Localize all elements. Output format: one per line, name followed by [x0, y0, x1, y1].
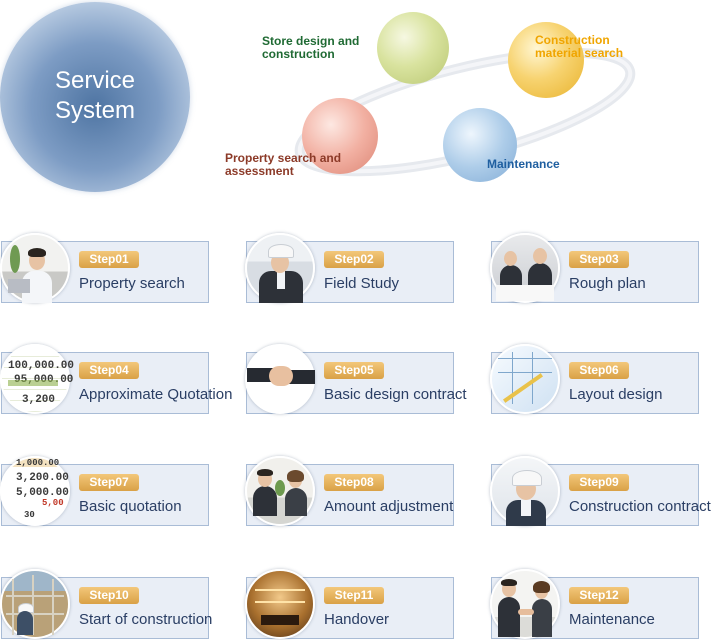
step-title: Start of construction	[79, 611, 213, 628]
step-card-12[interactable]: Step12 Maintenance	[490, 569, 699, 639]
step-title: Handover	[324, 611, 390, 628]
step-badge: Step10	[79, 587, 139, 604]
step-title: Rough plan	[569, 275, 646, 292]
step-card-04[interactable]: 100,000.00 95,000.00 3,200 Step04 Approx…	[0, 344, 233, 414]
step-card-01[interactable]: Step01 Property search	[0, 233, 209, 303]
step-title: Property search	[79, 275, 185, 292]
property-search-sphere	[302, 98, 378, 174]
step-card-08[interactable]: Step08 Amount adjustment	[245, 456, 454, 526]
maintenance-sphere	[443, 108, 517, 182]
step-title: Amount adjustment	[324, 498, 454, 515]
step-title: Construction contract	[569, 498, 711, 515]
step-badge: Step11	[324, 587, 384, 604]
service-system-title: Service System	[54, 67, 136, 124]
store-design-label: Store design and construction	[262, 34, 360, 61]
thumb-number: 3,200	[22, 394, 56, 406]
thumb-number: 5,00	[42, 498, 64, 508]
step-card-07[interactable]: 1,000.00 3,200.00 5,000.00 5,00 30 Step0…	[0, 456, 209, 526]
blueprint-photo	[490, 344, 560, 414]
step-badge: Step07	[79, 474, 139, 491]
step-card-05[interactable]: Step05 Basic design contract	[245, 344, 467, 414]
thumb-number: 1,000.00	[16, 458, 60, 468]
store-interior-photo	[245, 569, 315, 639]
thumb-number: 5,000.00	[16, 487, 69, 499]
quotation-numbers-photo: 100,000.00 95,000.00 3,200	[0, 344, 74, 414]
step-badge: Step12	[569, 587, 629, 604]
step-badge: Step05	[324, 362, 384, 379]
step-card-02[interactable]: Step02 Field Study	[245, 233, 454, 303]
step-card-03[interactable]: Step03 Rough plan	[490, 233, 699, 303]
step-badge: Step04	[79, 362, 139, 379]
thumb-number: 3,200.00	[16, 472, 69, 484]
meeting-photo	[490, 233, 560, 303]
office-worker-laptop-photo	[0, 233, 70, 303]
property-search-label: Property search and assessment	[225, 151, 342, 178]
construction-site-photo	[0, 569, 70, 639]
material-search-sphere	[508, 22, 584, 98]
step-title: Approximate Quotation	[79, 386, 233, 403]
step-badge: Step08	[324, 474, 384, 491]
step-title: Layout design	[569, 386, 663, 403]
handshake-photo	[245, 344, 315, 414]
step-title: Maintenance	[569, 611, 655, 628]
receipt-numbers-photo: 1,000.00 3,200.00 5,000.00 5,00 30	[0, 456, 70, 526]
business-handshake-photo	[490, 569, 560, 639]
helmet-inspector-photo	[245, 233, 315, 303]
worker-headset-photo	[490, 456, 560, 526]
step-card-10[interactable]: Step10 Start of construction	[0, 569, 213, 639]
step-title: Basic design contract	[324, 386, 467, 403]
step-badge: Step02	[324, 251, 384, 268]
thumb-number: 100,000.00	[8, 360, 75, 372]
thumb-number: 30	[24, 510, 35, 520]
service-system-circle	[0, 2, 190, 192]
step-badge: Step01	[79, 251, 139, 268]
store-design-sphere	[377, 12, 449, 84]
step-badge: Step09	[569, 474, 629, 491]
maintenance-label: Maintenance	[487, 157, 560, 171]
step-badge: Step06	[569, 362, 629, 379]
step-title: Basic quotation	[79, 498, 182, 515]
step-card-11[interactable]: Step11 Handover	[245, 569, 454, 639]
step-badge: Step03	[569, 251, 629, 268]
negotiation-photo	[245, 456, 315, 526]
step-card-09[interactable]: Step09 Construction contract	[490, 456, 711, 526]
step-title: Field Study	[324, 275, 400, 292]
material-search-label: Construction material search	[535, 33, 624, 60]
step-card-06[interactable]: Step06 Layout design	[490, 344, 699, 414]
